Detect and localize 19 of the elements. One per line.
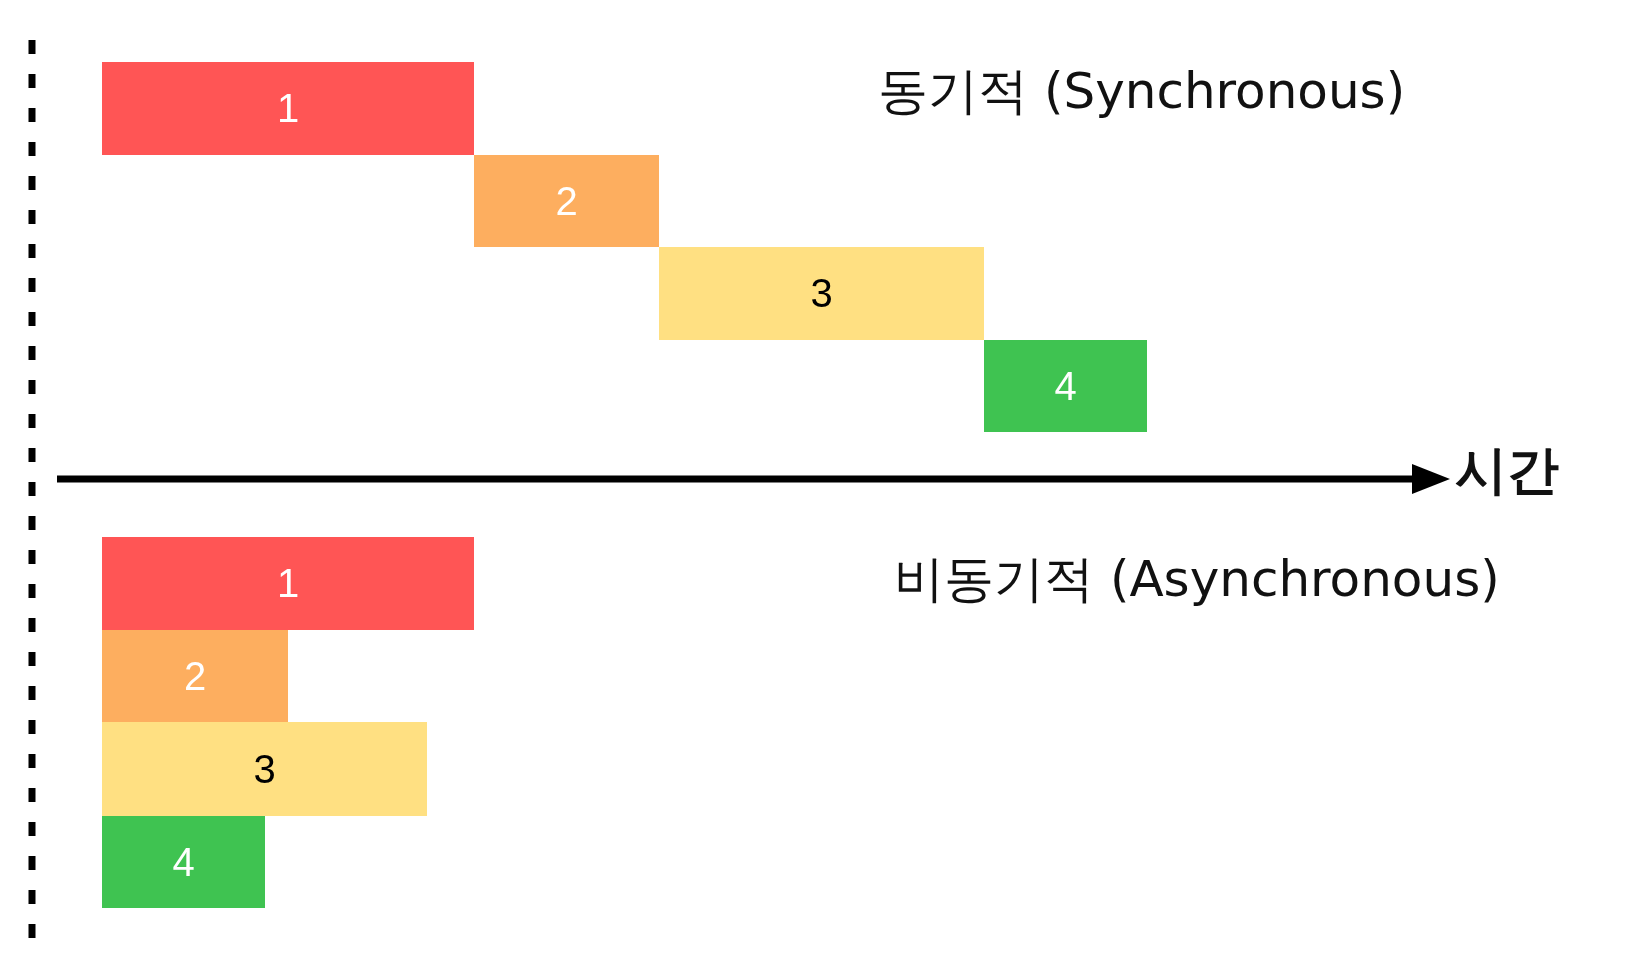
task-number: 3 bbox=[253, 746, 276, 792]
task-bar bbox=[659, 247, 984, 340]
task-bar bbox=[984, 340, 1147, 432]
task-number: 2 bbox=[183, 653, 207, 699]
task-bar bbox=[102, 630, 288, 722]
task-number: 4 bbox=[1054, 363, 1077, 409]
section-title: 비동기적 (Asynchronous) bbox=[894, 549, 1500, 610]
task-bar bbox=[474, 155, 659, 247]
section-title: 동기적 (Synchronous) bbox=[878, 61, 1406, 122]
task-bar bbox=[102, 62, 474, 155]
task-number: 2 bbox=[555, 178, 578, 224]
axis-label: 시간 bbox=[1455, 439, 1559, 502]
task-number: 3 bbox=[810, 271, 833, 316]
task-number: 4 bbox=[172, 839, 195, 885]
task-bar bbox=[102, 816, 265, 908]
task-number: 1 bbox=[276, 86, 300, 131]
task-bar bbox=[102, 537, 474, 630]
task-number: 1 bbox=[276, 561, 300, 606]
task-bar bbox=[102, 722, 427, 816]
